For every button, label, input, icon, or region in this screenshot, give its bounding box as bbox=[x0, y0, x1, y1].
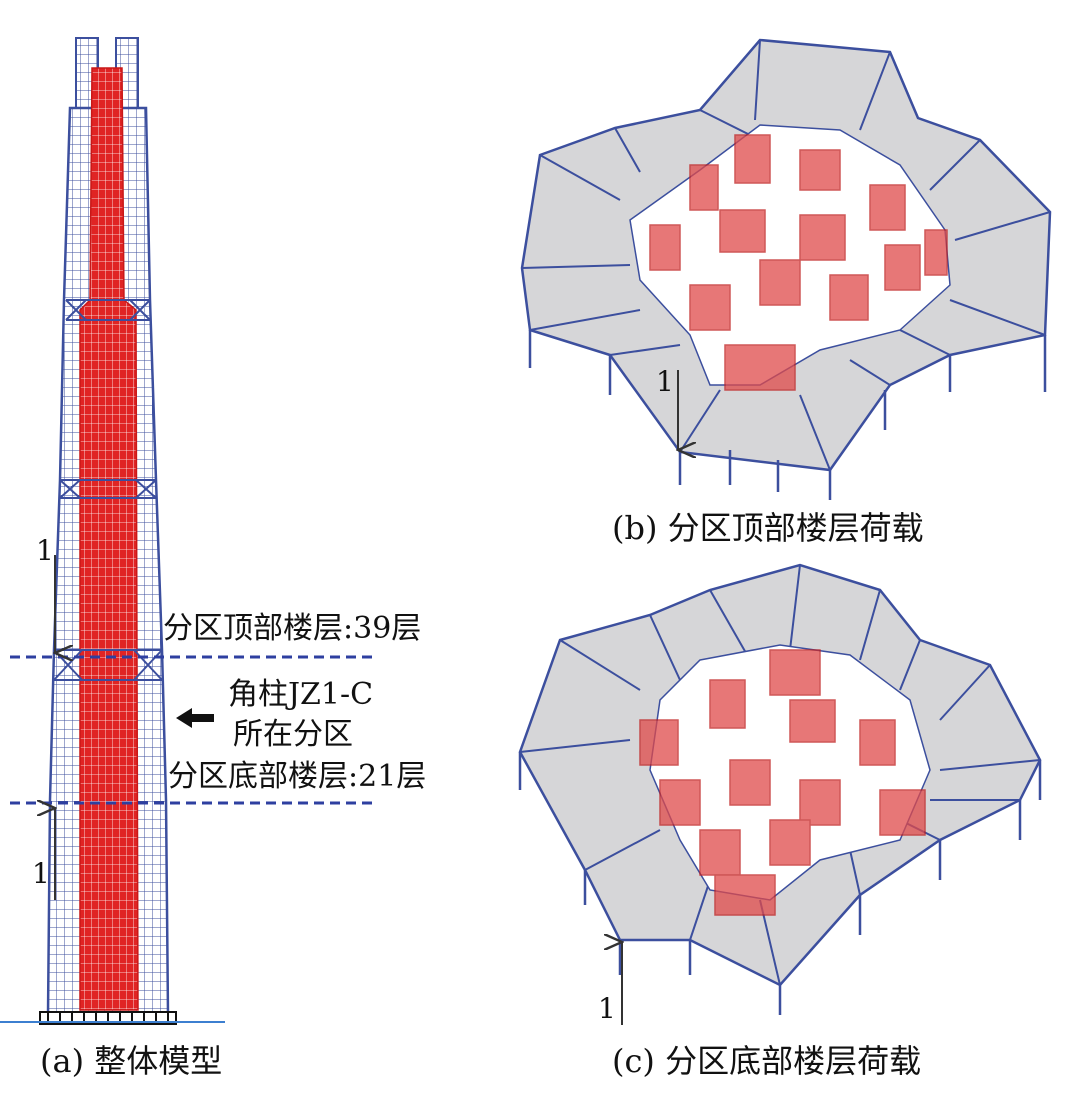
tower-model bbox=[0, 37, 225, 1025]
caption-c: (c) 分区底部楼层荷载 bbox=[612, 1042, 922, 1080]
zone-label: 所在分区 bbox=[233, 717, 353, 752]
corner-column-label: 角柱JZ1-C bbox=[228, 677, 374, 712]
caption-a: (a) 整体模型 bbox=[40, 1042, 223, 1080]
load-label-b: 1 bbox=[656, 365, 674, 398]
bottom-floor-plan bbox=[518, 563, 1042, 1025]
caption-b: (b) 分区顶部楼层荷载 bbox=[612, 509, 924, 547]
load-label-upper: 1 bbox=[36, 534, 54, 567]
load-label-c: 1 bbox=[598, 992, 616, 1025]
top-floor-plan bbox=[520, 38, 1052, 500]
load-label-lower: 1 bbox=[32, 857, 50, 890]
bottom-floor-label: 分区底部楼层:21层 bbox=[168, 759, 427, 794]
left-arrow-icon bbox=[176, 708, 214, 728]
top-floor-label: 分区顶部楼层:39层 bbox=[163, 611, 422, 646]
